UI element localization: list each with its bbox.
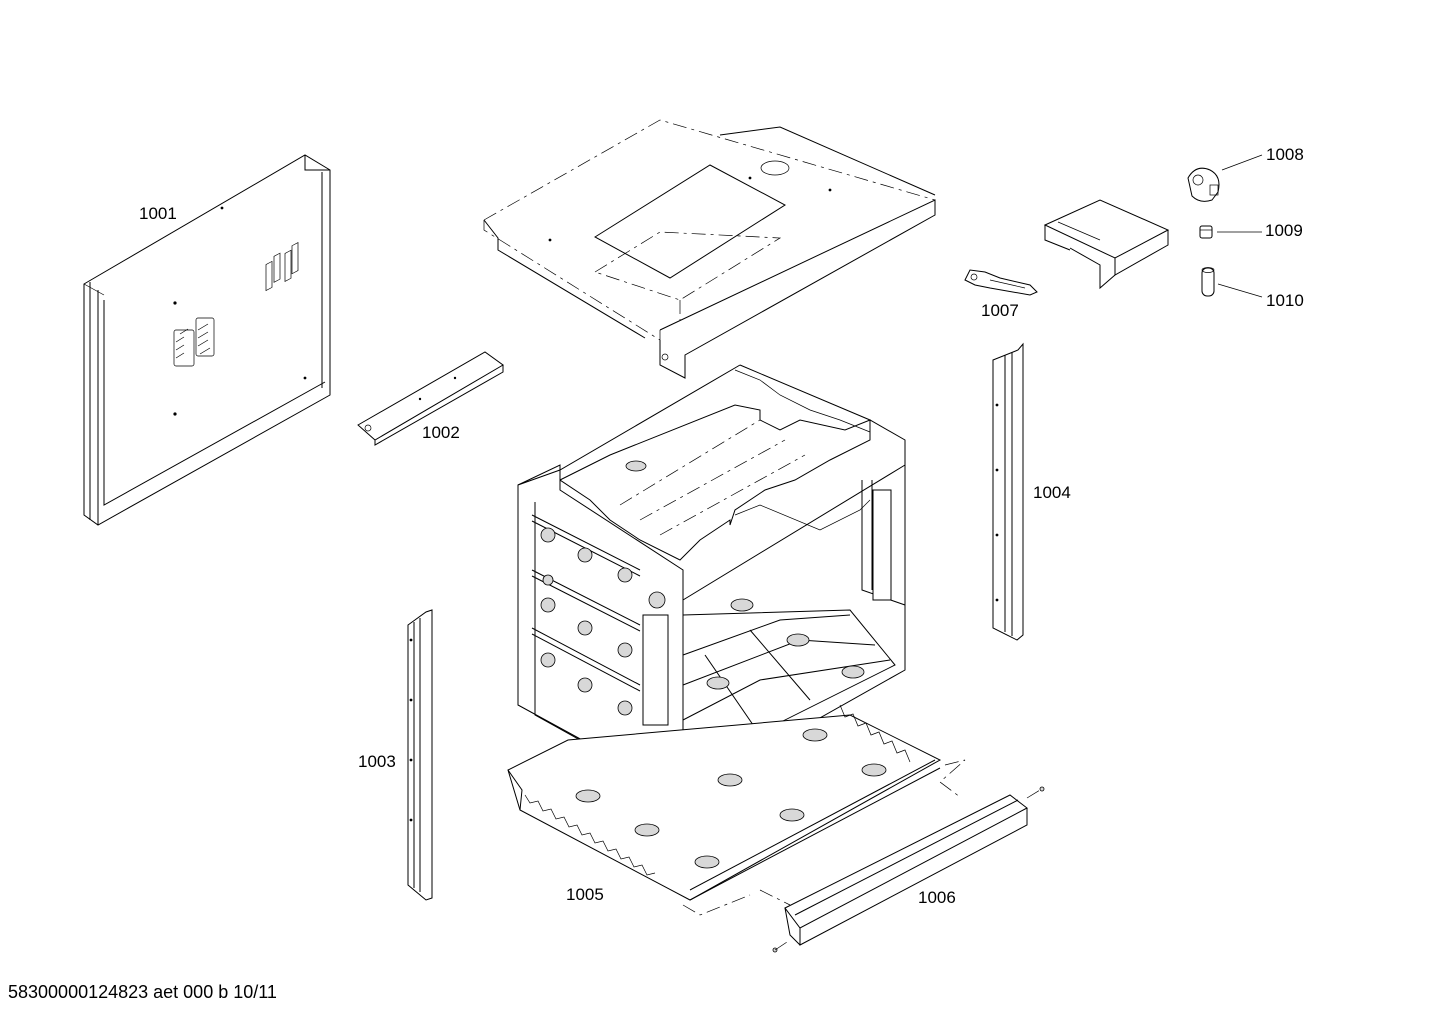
top-cover [483, 119, 936, 379]
label-1003: 1003 [358, 752, 396, 771]
part-1003-left-strip [407, 609, 433, 901]
part-1002-bracket [357, 351, 504, 446]
part-1010-cylinder [1201, 267, 1263, 298]
part-1007-small-bracket [964, 269, 1038, 296]
label-1010: 1010 [1266, 291, 1304, 310]
part-1006-front-trim [759, 786, 1045, 953]
part-1005-bottom-tray [507, 704, 966, 916]
label-1001: 1001 [139, 204, 177, 223]
label-1005: 1005 [566, 885, 604, 904]
oven-cavity [517, 364, 906, 796]
part-bracket-plate [1043, 199, 1170, 290]
document-code: 58300000124823 aet 000 b 10/11 [8, 982, 277, 1002]
part-1001-rear-panel [83, 154, 331, 526]
label-1008: 1008 [1266, 145, 1304, 164]
label-1006: 1006 [918, 888, 956, 907]
part-1004-right-strip [992, 342, 1024, 641]
label-1004: 1004 [1033, 483, 1071, 502]
label-1009: 1009 [1265, 221, 1303, 240]
label-1002: 1002 [422, 423, 460, 442]
label-1007: 1007 [981, 301, 1019, 320]
part-1009-cap [1199, 225, 1262, 239]
part-1008-lamp-holder [1187, 154, 1263, 202]
